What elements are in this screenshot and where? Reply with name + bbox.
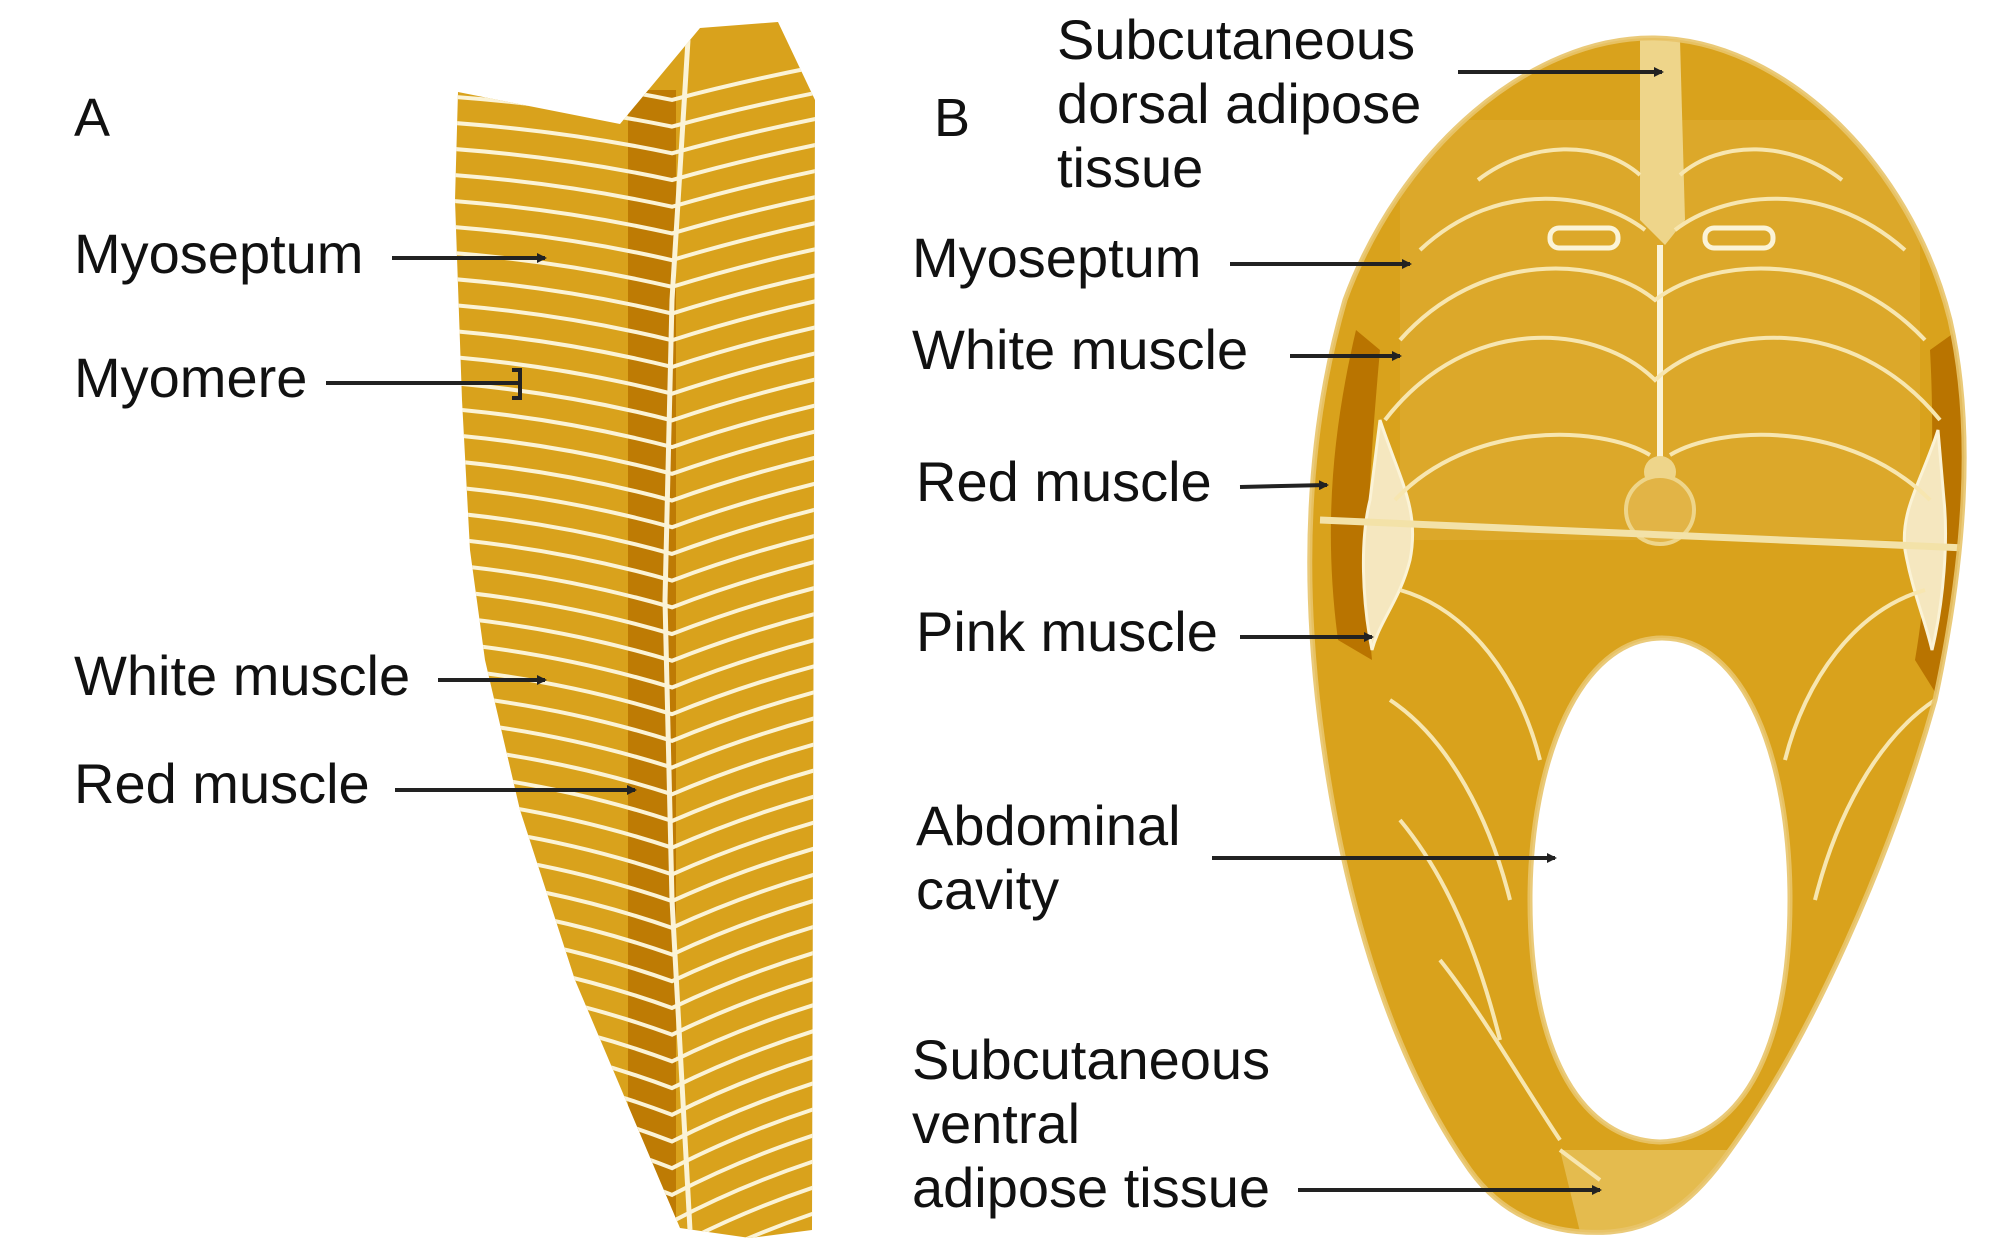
myoseptum-line (455, 400, 815, 450)
label-b-dorsal-adipose: Subcutaneous dorsal adipose tissue (1057, 8, 1422, 199)
label-b-myoseptum: Myoseptum (912, 226, 1202, 289)
myoseptum-line (455, 322, 815, 370)
label-a-white-muscle: White muscle (74, 644, 411, 707)
myoseptum-line (455, 270, 815, 316)
myoseptum-line (455, 660, 815, 717)
myoseptum-arc (1393, 432, 1932, 502)
myoseptum-line (455, 686, 815, 744)
myoseptum-line (455, 1232, 815, 1238)
fillet-illustration (455, 22, 815, 1238)
label-b-white-muscle: White muscle (912, 318, 1249, 381)
steak-cross-section (1310, 38, 1968, 1232)
myoseptum-line (455, 218, 815, 263)
myoseptum-line (455, 712, 815, 770)
myoseptum-arc (1476, 147, 1844, 182)
panel-b-letter: B (934, 88, 971, 148)
label-a-myomere: Myomere (74, 346, 308, 409)
label-arrows (392, 67, 1664, 1195)
label-a-red-muscle: Red muscle (74, 752, 370, 815)
arrow-b-red-muscle (1239, 480, 1329, 491)
myoseptum-line (455, 374, 815, 423)
myoseptum-line (455, 296, 815, 343)
myosepta-capsule-left (1547, 225, 1621, 251)
myoseptum-arc (1813, 698, 1937, 901)
label-b-red-muscle: Red muscle (916, 450, 1212, 513)
pink-muscle-right (1902, 429, 1947, 651)
label-b-ventral-adipose: Subcutaneous ventral adipose tissue (912, 1028, 1271, 1219)
steak-myosepta-lines (1383, 147, 1942, 1182)
myoseptum-arc (1399, 588, 1542, 761)
myoseptum-line (455, 166, 815, 209)
myoseptum-line (455, 140, 815, 183)
myoseptum-line (455, 114, 815, 156)
myoseptum-arc (1783, 588, 1926, 761)
lateral-line (662, 39, 693, 1231)
myoseptum-arc (1398, 266, 1927, 342)
myoseptum-line (455, 348, 815, 396)
myoseptum-arc (1388, 698, 1512, 901)
myomere-bracket (326, 368, 522, 400)
label-b-pink-muscle: Pink muscle (916, 600, 1218, 663)
label-b-abdominal-cavity: Abdominal cavity (916, 794, 1181, 921)
myoseptum-arc (1438, 958, 1562, 1142)
vertebra (1624, 474, 1696, 546)
myoseptum-line (455, 426, 815, 476)
panel-a-letter: A (74, 88, 111, 148)
myosepta-capsule-right (1702, 225, 1776, 251)
horizontal-septum (1319, 516, 1965, 552)
dorsal-adipose-tissue (1640, 40, 1685, 245)
myoseptum-arc (1398, 818, 1502, 1041)
label-a-myoseptum: Myoseptum (74, 222, 364, 285)
myoseptum-arc (1383, 335, 1942, 422)
myoseptum-line (455, 192, 815, 236)
myoseptum-arc (1418, 196, 1907, 252)
